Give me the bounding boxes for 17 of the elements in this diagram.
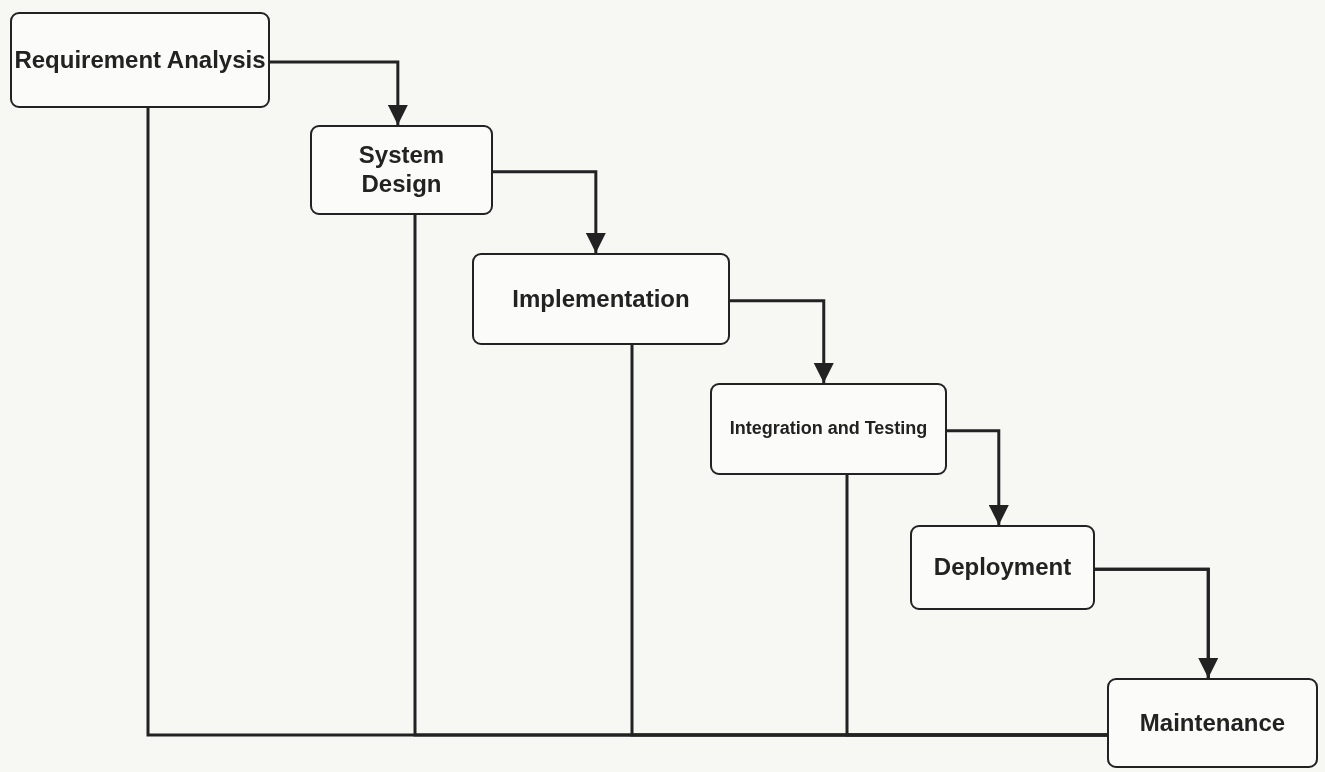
process-box bbox=[710, 383, 947, 475]
step-label: Deployment bbox=[933, 553, 1072, 582]
process-box bbox=[10, 12, 270, 108]
step-label: Integration and Testing bbox=[729, 418, 928, 440]
arrow bbox=[947, 429, 1009, 525]
process-box bbox=[910, 525, 1095, 610]
arrow bbox=[730, 299, 834, 383]
step-label: Implementation bbox=[512, 284, 690, 314]
process-box bbox=[310, 125, 493, 215]
step-label: Requirement Analysis bbox=[14, 45, 266, 75]
process-box bbox=[472, 253, 730, 345]
arrow bbox=[493, 170, 606, 253]
connector-line bbox=[845, 475, 1107, 737]
step-label: System Design bbox=[357, 141, 446, 199]
step-label: Maintenance bbox=[1139, 708, 1286, 738]
process-box bbox=[1107, 678, 1318, 768]
arrow bbox=[270, 60, 408, 125]
